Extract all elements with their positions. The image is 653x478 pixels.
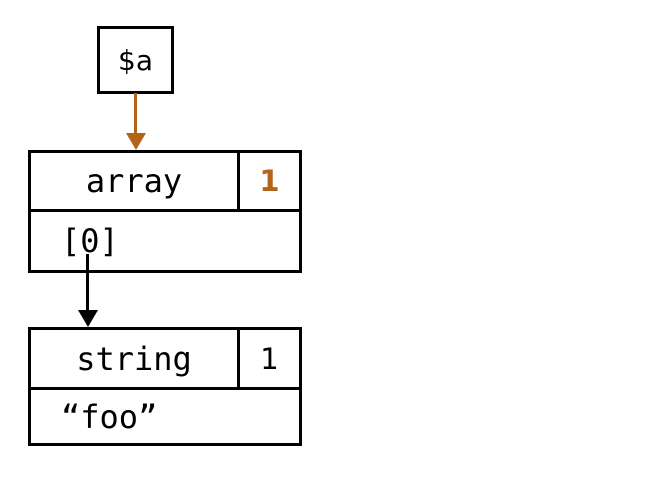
element-to-string-arrow-shaft: [86, 254, 89, 311]
array-refcount: 1: [237, 153, 299, 209]
array-node: array 1 [0]: [28, 150, 302, 273]
array-type-label: array: [85, 162, 183, 200]
array-node-header: array 1: [31, 153, 299, 212]
var-to-array-arrowhead-icon: [126, 133, 146, 150]
string-type-label: string: [76, 339, 192, 378]
string-value: “foo”: [61, 397, 158, 436]
variable-box: $a: [97, 26, 174, 94]
string-node-header: string 1: [31, 330, 299, 390]
element-to-string-arrowhead-icon: [78, 310, 98, 327]
string-refcount: 1: [237, 330, 299, 387]
array-key-0: [0]: [61, 222, 119, 260]
var-to-array-arrow-shaft: [134, 93, 137, 134]
string-node: string 1 “foo”: [28, 327, 302, 446]
variable-label: $a: [118, 43, 153, 77]
